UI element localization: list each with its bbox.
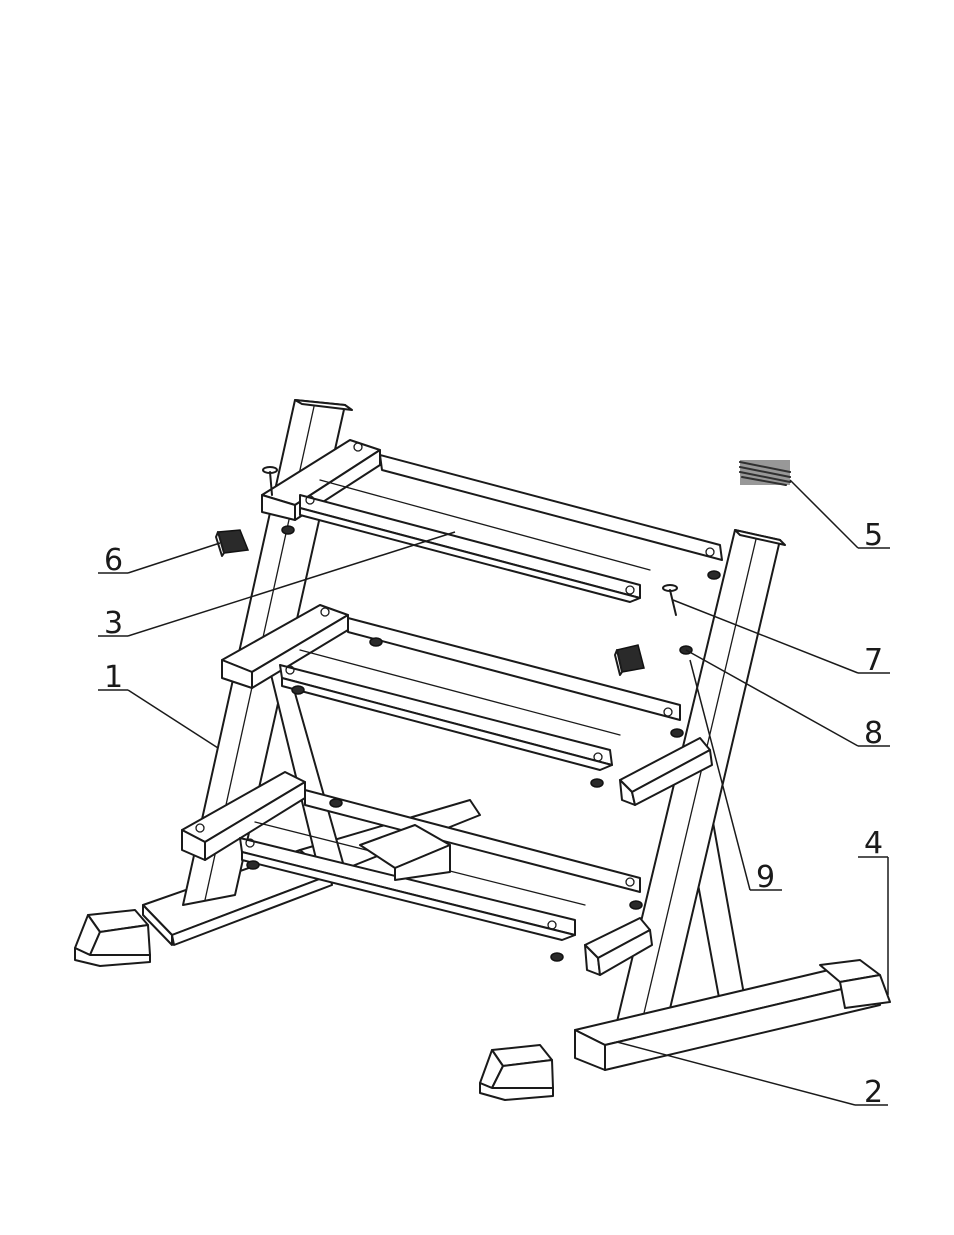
nut-bot-1 — [330, 799, 342, 807]
top-tier — [262, 440, 722, 602]
callout-7: 7 — [864, 643, 883, 678]
nut-mid-1 — [370, 638, 382, 646]
callout-9: 9 — [756, 860, 775, 895]
nut-mid-3 — [591, 779, 603, 787]
nut-bot-2 — [247, 861, 259, 869]
end-cap-foot-front — [480, 1045, 553, 1100]
callout-1: 1 — [104, 660, 123, 695]
callout-5: 5 — [864, 518, 883, 553]
right-a-frame — [575, 530, 880, 1070]
nut-mid-4 — [671, 729, 683, 737]
callout-3: 3 — [104, 606, 123, 641]
nut-top-right — [708, 571, 720, 579]
callout-8: 8 — [864, 716, 883, 751]
callout-6: 6 — [104, 543, 123, 578]
plug-cap-left — [216, 530, 248, 556]
nut-mid-2 — [292, 686, 304, 694]
bolt-right — [663, 585, 692, 654]
nut-bot-4 — [630, 901, 642, 909]
callout-2: 2 — [864, 1075, 883, 1110]
callout-4: 4 — [864, 826, 883, 861]
plug-cap-right — [615, 645, 644, 675]
end-cap-foot-left — [75, 910, 150, 966]
nut-bot-3 — [551, 953, 563, 961]
washer-stack — [740, 460, 790, 485]
